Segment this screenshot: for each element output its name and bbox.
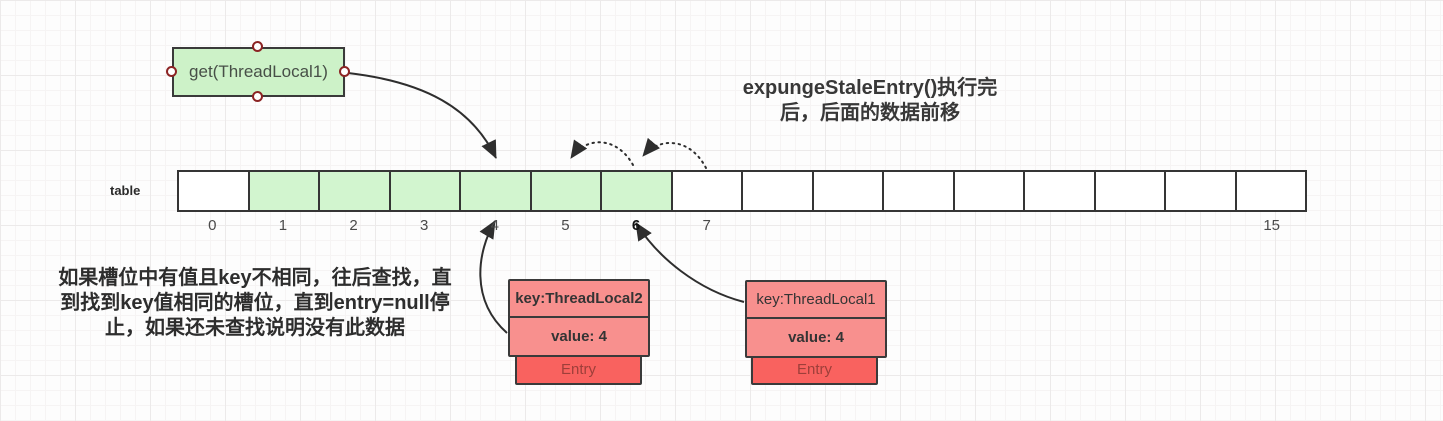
selection-handle-left[interactable] xyxy=(166,66,177,77)
table-index-14 xyxy=(1166,217,1237,234)
dotted-arrow-cell6-to-cell5 xyxy=(570,139,634,166)
note-text: 如果槽位中有值且key不相同，往后查找，直 到找到key值相同的槽位，直到ent… xyxy=(30,266,480,341)
table-cell-14[interactable] xyxy=(1164,170,1237,212)
table-index-4: 4 xyxy=(490,217,499,234)
table-index-10 xyxy=(883,217,954,234)
table-cell-3[interactable] xyxy=(388,170,461,212)
entry-shape-threadlocal1[interactable]: Entry xyxy=(751,354,878,385)
arrow-get-to-cell4 xyxy=(347,72,497,159)
selection-handle-top[interactable] xyxy=(252,41,263,52)
get-threadlocal1-shape[interactable]: get(ThreadLocal1) xyxy=(172,47,345,97)
table-cell-13[interactable] xyxy=(1093,170,1166,212)
dotted-arrow-cell7-to-cell6 xyxy=(642,137,707,169)
note-line3: 止，如果还未查找说明没有此数据 xyxy=(105,317,405,339)
table-index-8 xyxy=(742,217,813,234)
entry-shape-label: Entry xyxy=(560,361,596,378)
note-line2: 到找到key值相同的槽位，直到entry=null停 xyxy=(60,292,450,314)
table-cell-9[interactable] xyxy=(811,170,884,212)
table-cell-12[interactable] xyxy=(1023,170,1096,212)
entry-shape-threadlocal2[interactable]: Entry xyxy=(515,354,642,385)
table-index-11 xyxy=(954,217,1025,234)
get-threadlocal1-label: get(ThreadLocal1) xyxy=(189,62,328,81)
diagram-title: expungeStaleEntry()执行完 后，后面的数据前移 xyxy=(700,76,1040,126)
selection-handle-right[interactable] xyxy=(339,66,350,77)
table-cell-2[interactable] xyxy=(318,170,391,212)
table-index-2: 2 xyxy=(349,217,358,234)
table-label: table xyxy=(110,183,141,198)
table-cell-8[interactable] xyxy=(741,170,814,212)
table-index-12 xyxy=(1025,217,1096,234)
table-index-15: 15 xyxy=(1263,217,1281,234)
table-cell-11[interactable] xyxy=(952,170,1025,212)
table-cell-4[interactable] xyxy=(459,170,532,212)
entry-kv-threadlocal2[interactable]: key:ThreadLocal2 value: 4 xyxy=(508,279,650,357)
entry-value-threadlocal1: value: 4 xyxy=(788,329,844,346)
arrow-entry2-to-cell4 xyxy=(479,220,508,334)
entry-key-threadlocal1: key:ThreadLocal1 xyxy=(747,282,885,319)
table-index-1: 1 xyxy=(278,217,288,234)
table-index-9 xyxy=(813,217,884,234)
selection-handle-bottom[interactable] xyxy=(252,91,263,102)
arrow-entry1-to-cell6 xyxy=(635,222,745,303)
entry-shape-label: Entry xyxy=(796,361,832,378)
entry-key-threadlocal2: key:ThreadLocal2 xyxy=(510,281,648,318)
table-index-6: 6 xyxy=(631,217,641,234)
table-cell-15[interactable] xyxy=(1234,170,1307,212)
note-line1: 如果槽位中有值且key不相同，往后查找，直 xyxy=(58,267,452,289)
table-cell-10[interactable] xyxy=(882,170,955,212)
entry-value-threadlocal2: value: 4 xyxy=(551,328,607,345)
diagram-title-line2: 后，后面的数据前移 xyxy=(780,102,960,124)
table-cell-6[interactable] xyxy=(600,170,673,212)
table-cell-0[interactable] xyxy=(177,170,250,212)
table-cell-5[interactable] xyxy=(529,170,602,212)
table-index-7: 7 xyxy=(702,217,711,234)
table-cell-1[interactable] xyxy=(247,170,320,212)
table-array xyxy=(177,170,1307,212)
table-index-row: 0 1 2 3 4 5 6 7 15 xyxy=(177,217,1307,234)
table-index-13 xyxy=(1095,217,1166,234)
table-cell-7[interactable] xyxy=(670,170,743,212)
table-index-3: 3 xyxy=(420,217,429,234)
diagram-title-line1: expungeStaleEntry()执行完 xyxy=(742,77,998,99)
table-index-5: 5 xyxy=(561,217,570,234)
entry-kv-threadlocal1[interactable]: key:ThreadLocal1 value: 4 xyxy=(745,280,887,358)
table-index-0: 0 xyxy=(208,217,217,234)
